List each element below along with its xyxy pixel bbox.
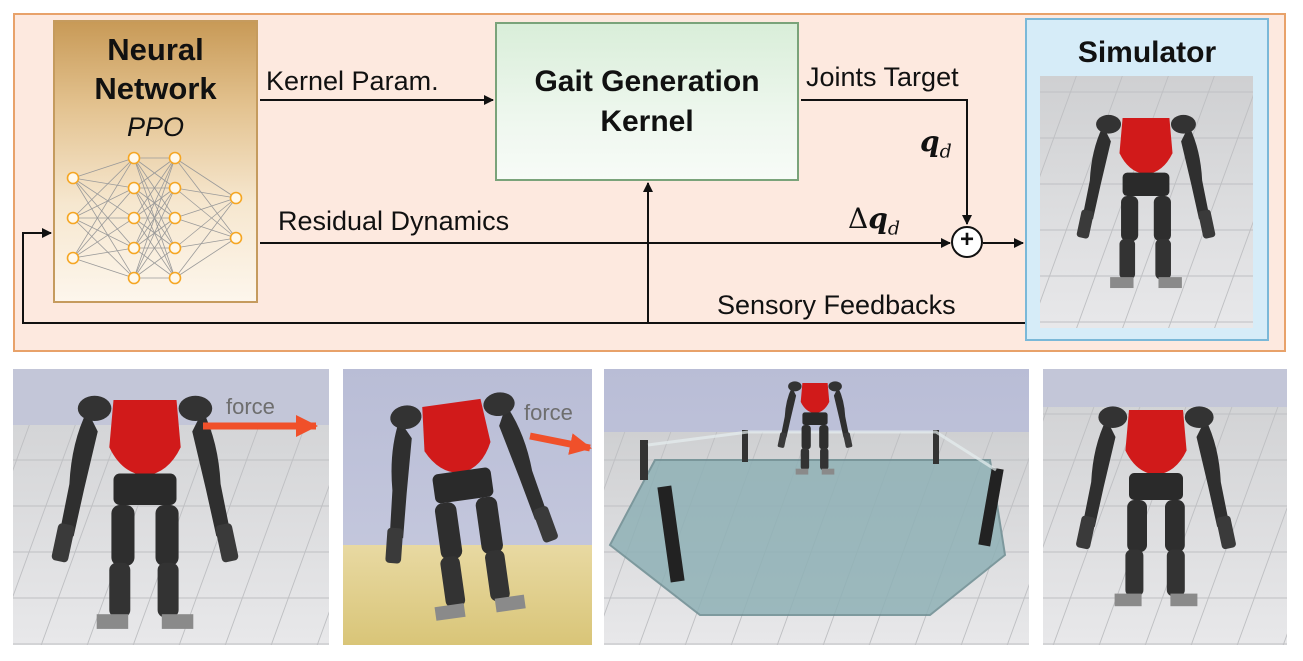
nn-node	[127, 211, 141, 225]
nn-edge	[72, 187, 135, 259]
nn-edge	[133, 187, 176, 279]
nn-node	[168, 211, 182, 225]
nn-node	[66, 211, 80, 225]
neural-net-nodes	[66, 151, 243, 285]
simulator-title: Simulator	[1077, 36, 1217, 69]
nn-edge	[174, 157, 237, 199]
nn-edge	[72, 257, 135, 279]
photo-platform	[604, 369, 1029, 645]
nn-edge	[133, 157, 176, 189]
nn-node	[127, 241, 141, 255]
nn-edge	[72, 157, 135, 219]
joints-target-arrow	[801, 99, 972, 225]
nn-edge	[133, 157, 176, 279]
nn-edge	[174, 237, 237, 249]
nn-node	[168, 151, 182, 165]
neural-net-graph	[72, 157, 237, 279]
nn-node	[168, 181, 182, 195]
nn-edge	[72, 217, 135, 259]
sensory-feedbacks-label: Sensory Feedbacks	[717, 290, 956, 320]
nn-node	[127, 151, 141, 165]
nn-node	[168, 271, 182, 285]
sum-symbol: +	[959, 226, 974, 253]
photo-rough-terrain	[343, 369, 592, 645]
nn-edge	[174, 197, 237, 249]
delta-q-d-subscript: d	[887, 217, 900, 240]
nn-edge	[72, 177, 135, 219]
nn-edge	[72, 157, 135, 259]
gait-kernel-title-line2: Kernel	[600, 105, 694, 138]
nn-edge	[174, 197, 237, 279]
delta-symbol: Δ	[848, 202, 869, 235]
q-d-symbol: q	[920, 125, 940, 158]
gait-kernel-title-line1: Gait Generation	[534, 65, 760, 98]
nn-edge	[72, 187, 135, 219]
gait-kernel-title: Gait Generation Kernel	[495, 62, 799, 142]
nn-node	[229, 191, 243, 205]
sum-junction	[951, 226, 983, 258]
nn-node	[127, 181, 141, 195]
neural-network-title-line2: Network	[94, 71, 217, 106]
joints-target-label: Joints Target	[806, 62, 959, 92]
nn-edge	[174, 187, 237, 239]
nn-edge	[72, 217, 135, 279]
nn-edge	[72, 157, 135, 179]
q-d-subscript: d	[939, 140, 952, 163]
force-arrow-2	[529, 432, 592, 455]
nn-edge	[174, 217, 237, 239]
nn-node	[168, 241, 182, 255]
force-label-2: force	[524, 400, 573, 425]
sensory-feedback-arrow	[22, 228, 1025, 324]
nn-edge	[174, 157, 237, 239]
neural-network-subtitle: PPO	[126, 112, 185, 142]
neural-network-title-line1: Neural	[107, 32, 204, 67]
neural-network-title: Neural Network	[53, 30, 258, 108]
gait-kernel-block	[495, 22, 799, 181]
nn-edge	[174, 237, 237, 279]
photo-push-right	[13, 369, 329, 645]
delta-q-d-label: Δqd	[848, 202, 900, 240]
nn-edge	[72, 177, 135, 189]
kernel-param-label: Kernel Param.	[266, 66, 439, 96]
nn-node	[127, 271, 141, 285]
nn-node	[66, 251, 80, 265]
nn-node	[66, 171, 80, 185]
nn-edge	[133, 157, 176, 249]
nn-edge	[72, 177, 135, 279]
nn-edge	[133, 217, 176, 279]
nn-edge	[72, 217, 135, 249]
residual-dynamics-label: Residual Dynamics	[278, 206, 510, 236]
nn-edge	[174, 197, 237, 219]
force-label-1: force	[226, 394, 275, 419]
nn-node	[229, 231, 243, 245]
simulator-image	[1040, 76, 1253, 328]
delta-q-symbol: q	[868, 202, 888, 235]
nn-edge	[174, 187, 237, 199]
nn-edge	[72, 247, 135, 259]
q-d-label: qd	[920, 125, 952, 163]
nn-edge	[133, 157, 176, 219]
photo-standing	[1043, 369, 1287, 645]
nn-edge	[133, 247, 176, 279]
nn-edge	[72, 177, 135, 249]
